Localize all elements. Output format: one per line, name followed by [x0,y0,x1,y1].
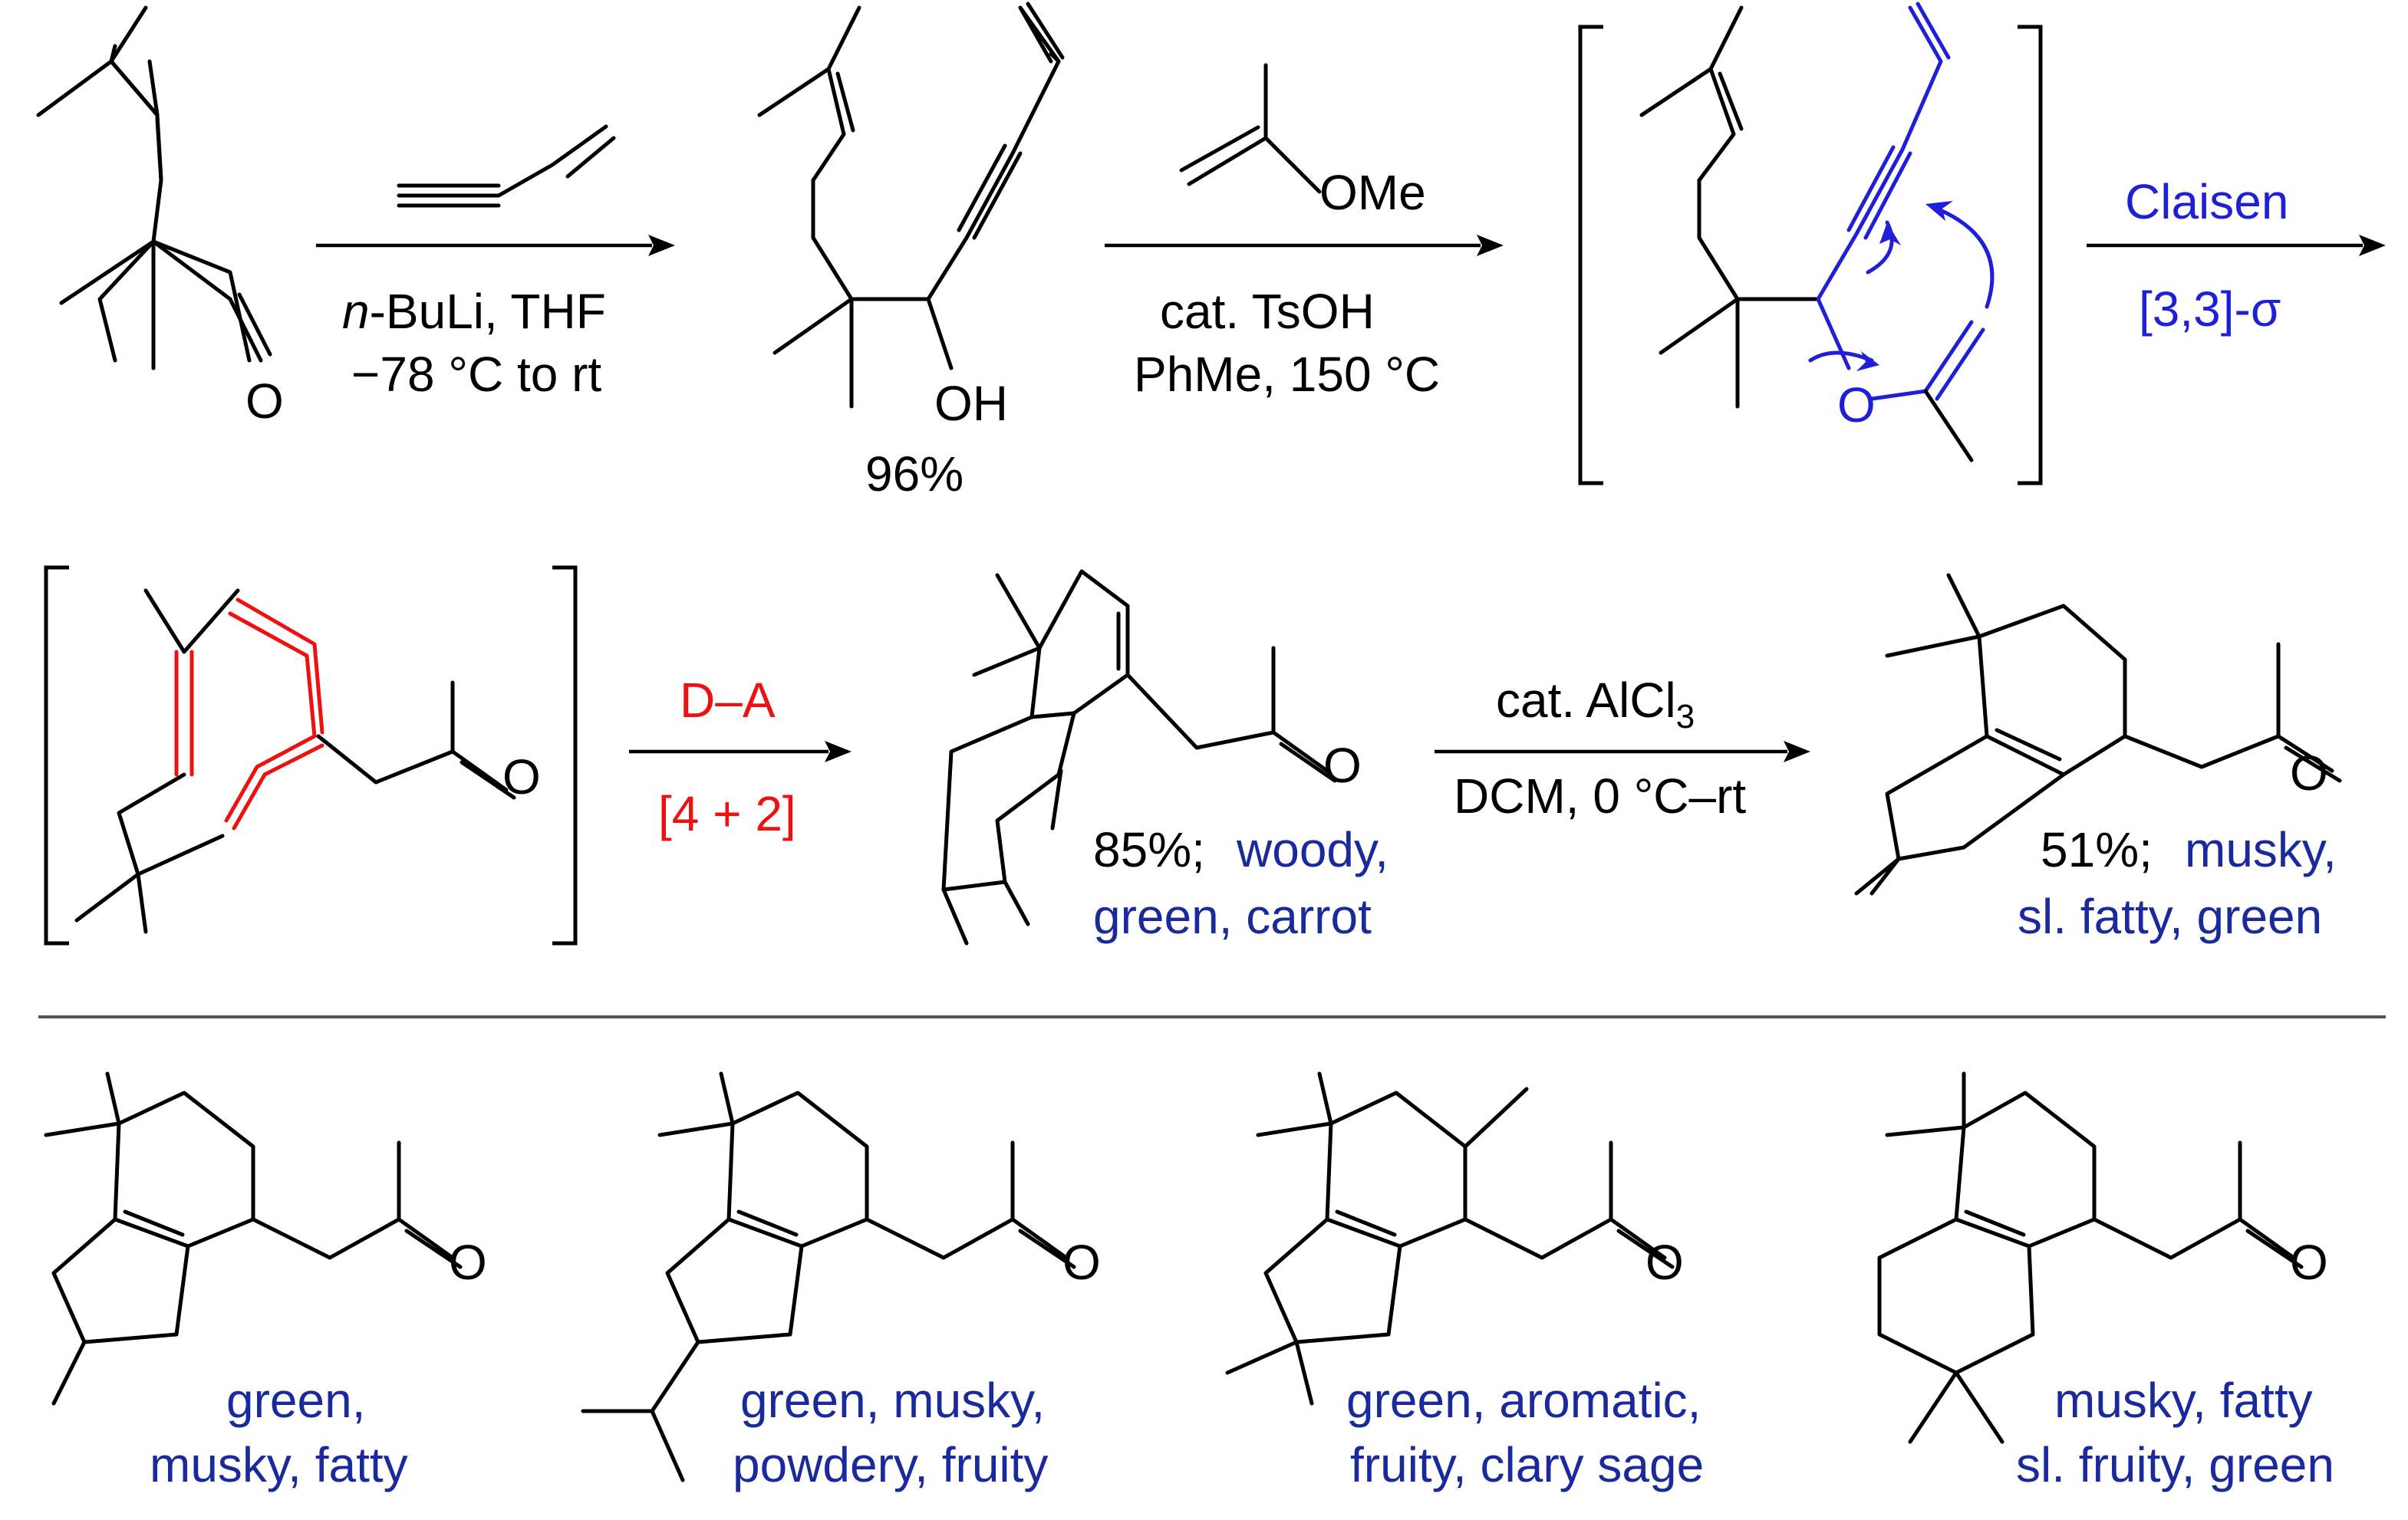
analog3-odor-1: green, aromatic, [1346,1373,1701,1428]
reagent-dcm: DCM, 0 °C–rt [1454,768,1746,824]
analog3-odor-2: fruity, clary sage [1350,1437,1704,1492]
label-sigmatropic: [3,3]-σ [2139,281,2281,337]
reagent-alcl3: cat. AlCl [1496,673,1676,728]
arrow-step2: OMe cat. TsOH PhMe, 150 °C [1105,63,1504,402]
oh-label: OH [934,376,1008,431]
analog-2: O green, musky, powdery, fruity [581,1071,1101,1492]
arrow-alcl3: cat. AlCl3 DCM, 0 °C–rt [1435,673,1810,824]
analog-1: O green, musky, fatty [44,1071,487,1492]
reagent-nbuli-rest: -BuLi, THF [370,284,606,339]
product1-yield: 85%; [1093,822,1205,877]
allene-ketone-o: O [502,749,541,804]
aldehyde-o: O [245,373,284,429]
analog2-odor-2: powdery, fruity [733,1437,1048,1492]
product2-odor-2: sl. fatty, green [2018,889,2322,944]
propargyl-alcohol: OH 96% [757,2,1065,502]
reagent-temp-1: −78 °C to rt [351,347,601,402]
reagent-ome: OMe [1319,165,1426,220]
ether-o: O [1837,377,1876,433]
analog2-odor-1: green, musky, [740,1373,1045,1428]
product-musky: O 51%; musky, sl. fatty, green [1854,573,2342,944]
vinyl-ether-intermediate: O [1578,2,2043,485]
product1-ketone-o: O [1323,738,1362,793]
label-da: D–A [680,673,776,728]
analog2-ketone-o: O [1062,1235,1101,1290]
starting-aldehyde: O [36,5,284,429]
label-claisen: Claisen [2125,174,2288,229]
analog4-odor-2: sl. fruity, green [2016,1437,2334,1492]
analog1-ketone-o: O [449,1235,487,1290]
reagent-phme: PhMe, 150 °C [1134,347,1440,402]
reagent-tsoh: cat. TsOH [1160,284,1375,339]
reagent-alcl3-sub: 3 [1676,698,1695,735]
product2-yield: 51%; [2041,822,2153,877]
label-4plus2: [4 + 2] [658,786,796,841]
product2-ketone-o: O [2290,745,2328,801]
analog4-ketone-o: O [2290,1235,2328,1290]
reagent-nbuli-italic: n [342,284,370,339]
svg-text:cat. AlCl3: cat. AlCl3 [1496,673,1695,735]
allene-intermediate: O [44,565,578,946]
svg-text:n-BuLi, THF: n-BuLi, THF [342,284,606,339]
analog1-odor-2: musky, fatty [150,1437,408,1492]
product1-odor-1: woody, [1236,822,1388,877]
yield-96: 96% [865,446,964,502]
arrow-diels-alder: D–A [4 + 2] [629,673,852,841]
arrow-step1: n-BuLi, THF −78 °C to rt [316,124,675,402]
product2-odor-1: musky, [2185,822,2337,877]
analog-3: O green, aromatic, fruity, clary sage [1225,1071,1704,1492]
analog1-odor-1: green, [226,1373,365,1428]
product1-odor-2: green, carrot [1093,889,1372,944]
arrow-claisen: Claisen [3,3]-σ [2087,174,2386,337]
analog3-ketone-o: O [1645,1235,1684,1290]
product-woody: O 85%; woody, green, carrot [941,569,1388,946]
analog-4: O musky, fatty sl. fruity, green [1877,1071,2334,1492]
analog4-odor-1: musky, fatty [2054,1373,2313,1428]
